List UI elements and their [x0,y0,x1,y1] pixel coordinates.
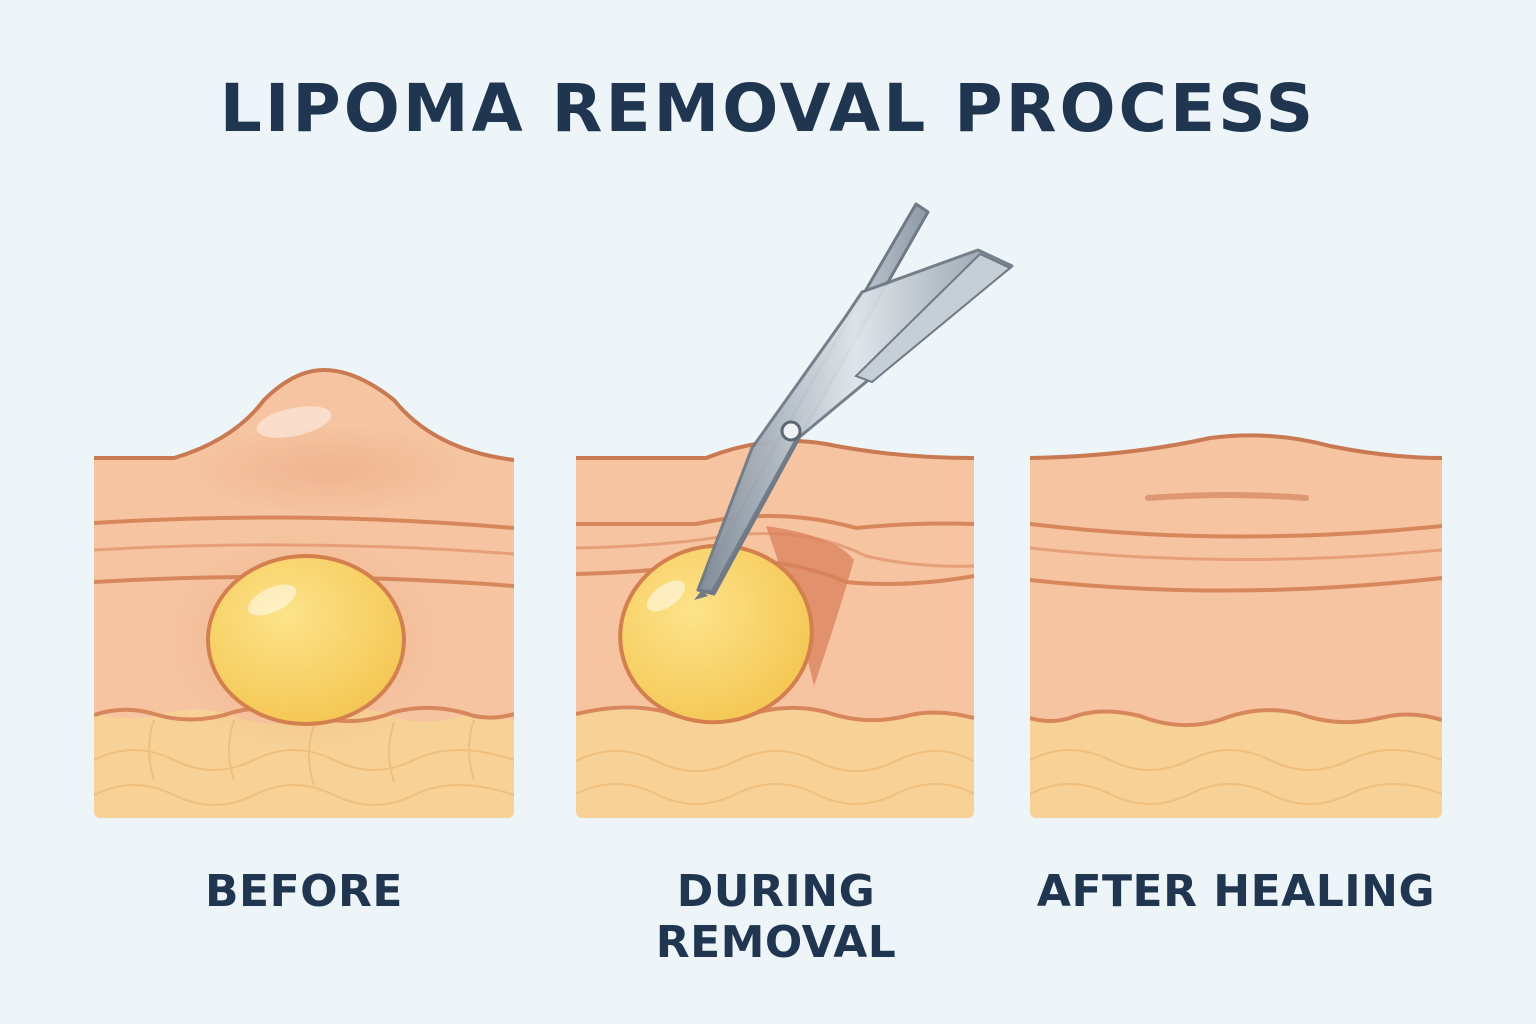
bump-highlight [256,406,332,438]
incision-cavity [766,526,854,686]
lipoma [206,554,406,726]
skin-layer [1030,435,1442,726]
during-removal-diagram [576,202,1014,818]
fat-cells [94,719,514,806]
page-title: LIPOMA REMOVAL PROCESS [219,70,1317,147]
healed-scar [1145,492,1309,501]
surgical-scissors-icon [694,202,1014,600]
stage-label-after-healing: AFTER HEALING [1036,866,1436,917]
fat-layer [94,710,514,818]
before-diagram [94,367,514,818]
lipoma-highlight [247,584,297,616]
fat-cells [576,750,975,805]
epidermis-line [1030,433,1442,460]
lipoma-highlight [646,580,686,612]
stage-label-during-removal: DURING REMOVAL [655,866,897,968]
fat-layer [576,710,974,818]
epidermis-line [576,439,975,460]
fat-cells [1030,749,1442,805]
epidermis-line [94,367,514,462]
scissors-pivot [780,420,802,442]
stage-label-before: BEFORE [205,866,403,917]
fat-layer [1030,710,1442,818]
after-healing-diagram [1030,433,1442,818]
